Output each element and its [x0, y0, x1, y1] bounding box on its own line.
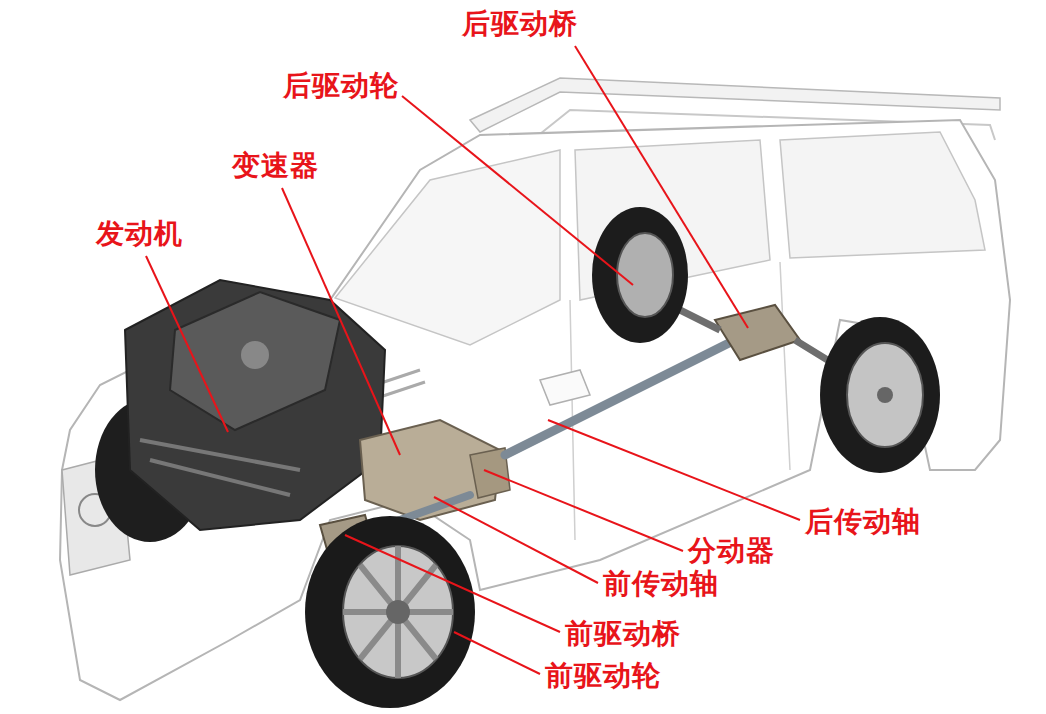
part-label: 后驱动轮 — [283, 70, 399, 102]
part-label: 变速器 — [232, 150, 319, 182]
part-label: 后驱动桥 — [462, 8, 578, 40]
leader-lines — [146, 46, 800, 674]
part-label: 后传动轴 — [805, 506, 921, 538]
part-label: 发动机 — [96, 218, 183, 250]
part-label: 分动器 — [688, 535, 775, 567]
part-label: 前驱动轮 — [545, 660, 661, 692]
part-label: 前驱动桥 — [565, 618, 681, 650]
part-label: 前传动轴 — [603, 568, 719, 600]
